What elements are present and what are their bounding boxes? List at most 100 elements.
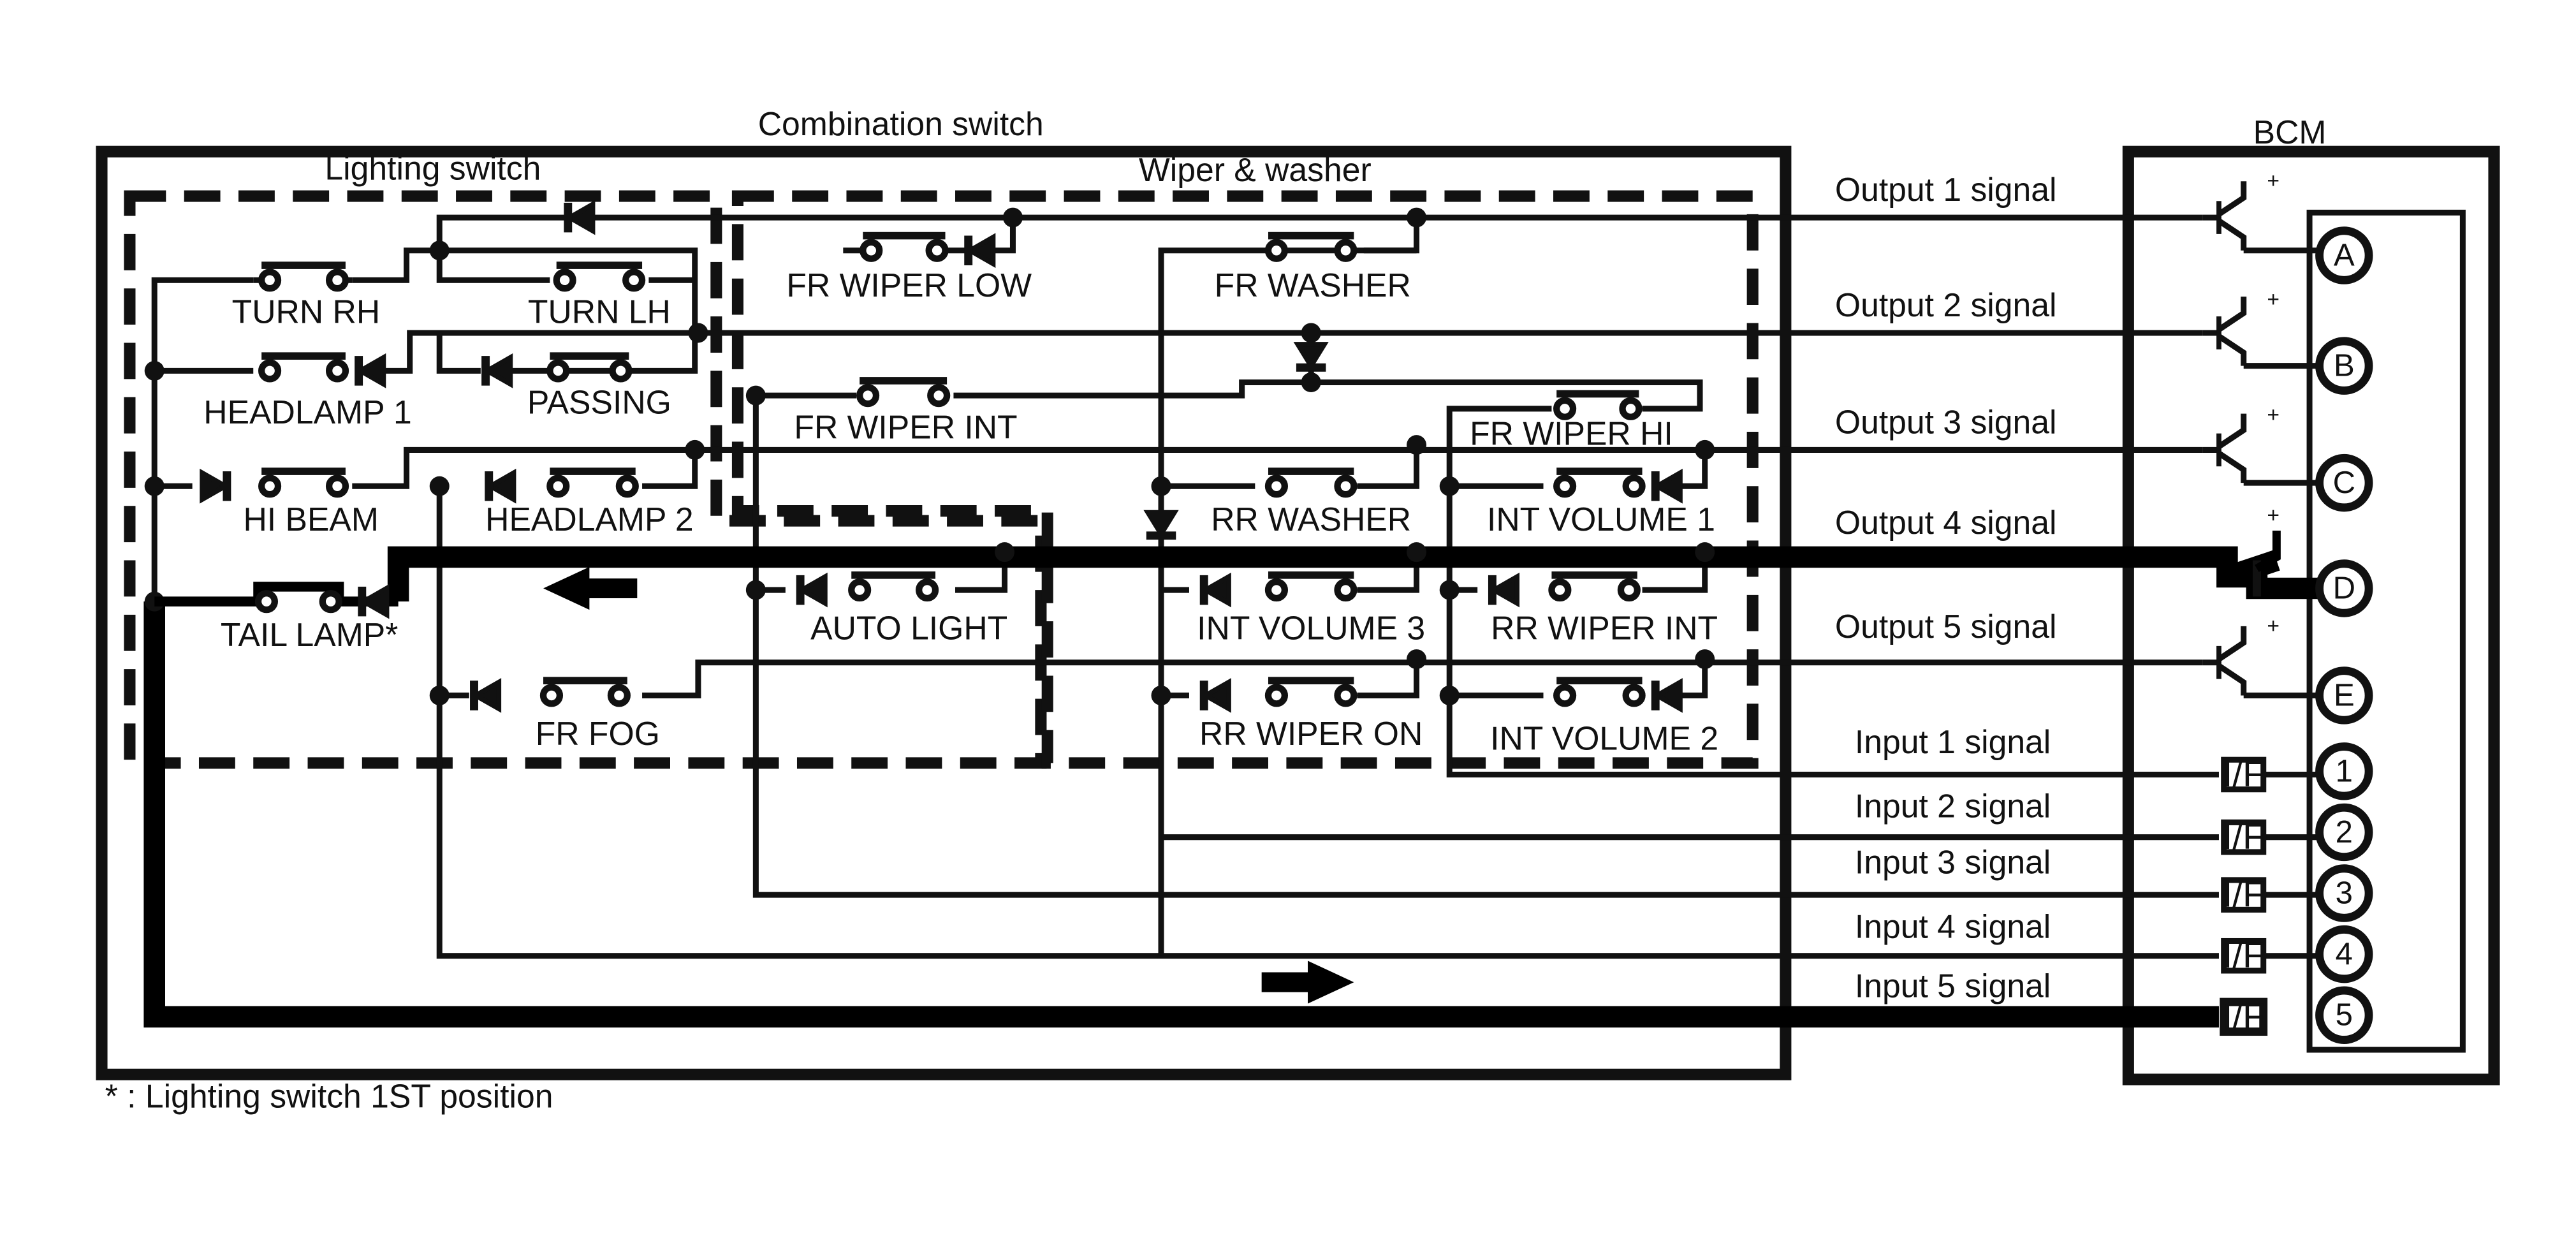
svg-text:D: D bbox=[2333, 571, 2355, 605]
lighting-switch-title: Lighting switch bbox=[325, 150, 541, 187]
current-flow-arrow-left bbox=[543, 566, 638, 610]
input-4-label: Input 4 signal bbox=[1855, 908, 2051, 945]
switch-contacts bbox=[154, 232, 1646, 707]
label-fr-wiper-hi: FR WIPER HI bbox=[1470, 415, 1673, 452]
svg-text:I/F: I/F bbox=[2223, 754, 2265, 795]
label-rr-wiper-on: RR WIPER ON bbox=[1199, 715, 1423, 752]
input-2-label: Input 2 signal bbox=[1855, 788, 2051, 825]
transistor-d: + bbox=[2252, 504, 2281, 597]
wiper-washer-group bbox=[731, 190, 1759, 769]
output-5-label: Output 5 signal bbox=[1835, 608, 2057, 645]
diode-rr-wiper-on bbox=[1199, 678, 1231, 713]
combination-switch-title: Combination switch bbox=[758, 105, 1044, 142]
diode-tail-lamp bbox=[358, 584, 390, 619]
label-fr-fog: FR FOG bbox=[536, 715, 660, 752]
transistor-a: + bbox=[2216, 170, 2280, 251]
switch-headlamp-1 bbox=[258, 352, 349, 383]
diode-auto-light bbox=[796, 572, 828, 608]
current-flow-arrow-right bbox=[1261, 960, 1354, 1004]
svg-text:2: 2 bbox=[2336, 815, 2353, 850]
label-tail-lamp: TAIL LAMP* bbox=[221, 616, 399, 653]
diode-rr-wiper-int bbox=[1488, 572, 1520, 608]
svg-text:+: + bbox=[2267, 614, 2280, 638]
diode-int-volume-1 bbox=[1651, 468, 1683, 504]
svg-text:I/F: I/F bbox=[2223, 997, 2265, 1037]
switch-fr-fog bbox=[539, 677, 631, 707]
diode-fr-washer bbox=[1293, 342, 1329, 372]
svg-text:3: 3 bbox=[2336, 876, 2353, 911]
wiring bbox=[151, 214, 2320, 959]
interface-boxes: I/F I/F I/F I/F I/F bbox=[2220, 754, 2268, 1037]
label-headlamp-1: HEADLAMP 1 bbox=[203, 394, 411, 430]
label-int-volume-3: INT VOLUME 3 bbox=[1197, 610, 1425, 647]
switch-turn-rh bbox=[253, 261, 353, 292]
transistor-e: + bbox=[2216, 614, 2280, 696]
label-turn-lh: TURN LH bbox=[528, 293, 671, 330]
switch-int-volume-3 bbox=[1264, 571, 1358, 602]
svg-text:+: + bbox=[2267, 170, 2280, 193]
switch-fr-wiper-int bbox=[856, 377, 951, 408]
switch-hi-beam bbox=[258, 467, 349, 498]
switch-fr-washer bbox=[1264, 232, 1358, 262]
svg-text:+: + bbox=[2267, 404, 2280, 427]
svg-text:A: A bbox=[2334, 239, 2355, 273]
label-passing: PASSING bbox=[527, 384, 671, 421]
footnote: * : Lighting switch 1ST position bbox=[105, 1077, 553, 1114]
switch-int-volume-1 bbox=[1553, 467, 1646, 498]
svg-text:E: E bbox=[2334, 678, 2355, 712]
label-headlamp-2: HEADLAMP 2 bbox=[485, 501, 693, 538]
diode-fr-wiper-low bbox=[964, 233, 996, 269]
svg-text:I/F: I/F bbox=[2223, 875, 2265, 915]
diode-int-volume-3 bbox=[1199, 572, 1231, 608]
svg-text:B: B bbox=[2334, 349, 2355, 383]
diode-fr-fog bbox=[470, 678, 502, 713]
output-2-label: Output 2 signal bbox=[1835, 286, 2057, 323]
label-int-volume-2: INT VOLUME 2 bbox=[1490, 720, 1718, 757]
diode-hi-beam bbox=[200, 468, 231, 504]
svg-text:1: 1 bbox=[2336, 754, 2353, 788]
svg-text:4: 4 bbox=[2336, 937, 2353, 971]
svg-text:I/F: I/F bbox=[2223, 817, 2265, 857]
label-fr-wiper-int: FR WIPER INT bbox=[794, 408, 1017, 445]
bcm-transistors: + + + + + bbox=[2216, 170, 2281, 696]
svg-text:C: C bbox=[2333, 466, 2355, 500]
input-5-label: Input 5 signal bbox=[1855, 967, 2051, 1004]
label-rr-wiper-int: RR WIPER INT bbox=[1491, 610, 1718, 647]
svg-text:5: 5 bbox=[2336, 998, 2353, 1033]
label-fr-washer: FR WASHER bbox=[1215, 267, 1411, 304]
output-3-label: Output 3 signal bbox=[1835, 404, 2057, 441]
bcm-terminals: A B C D E 1 2 3 4 5 bbox=[2315, 226, 2373, 1044]
label-auto-light: AUTO LIGHT bbox=[810, 610, 1007, 647]
bcm-box bbox=[2122, 145, 2500, 1085]
label-turn-rh: TURN RH bbox=[232, 293, 381, 330]
bcm-connector-block bbox=[2306, 209, 2466, 1053]
diode-int-volume-2 bbox=[1651, 678, 1683, 713]
switch-passing bbox=[546, 352, 633, 383]
diode-rr-washer bbox=[1143, 510, 1179, 540]
switch-headlamp-2 bbox=[546, 467, 639, 498]
label-int-volume-1: INT VOLUME 1 bbox=[1487, 501, 1715, 538]
bcm-title: BCM bbox=[2253, 114, 2327, 151]
switch-auto-light bbox=[848, 571, 939, 602]
svg-text:I/F: I/F bbox=[2223, 936, 2265, 976]
signal-labels: Output 1 signal Output 2 signal Output 3… bbox=[1835, 171, 2057, 1004]
label-rr-washer: RR WASHER bbox=[1211, 501, 1411, 538]
switch-turn-lh bbox=[553, 261, 646, 292]
diode-top-lighting bbox=[564, 200, 596, 235]
switch-rr-washer bbox=[1264, 467, 1358, 498]
output-4-label: Output 4 signal bbox=[1835, 504, 2057, 541]
diode-passing bbox=[481, 353, 513, 388]
label-hi-beam: HI BEAM bbox=[243, 501, 378, 538]
wiper-washer-title: Wiper & washer bbox=[1139, 151, 1372, 188]
switch-labels: TURN RH TURN LH HEADLAMP 1 PASSING HI BE… bbox=[203, 267, 1718, 757]
combination-switch-box bbox=[96, 145, 1792, 1080]
switch-fr-wiper-hi bbox=[1553, 390, 1643, 420]
input-1-label: Input 1 signal bbox=[1855, 723, 2051, 760]
label-fr-wiper-low: FR WIPER LOW bbox=[786, 267, 1032, 304]
diodes bbox=[200, 200, 1683, 713]
output-1-label: Output 1 signal bbox=[1835, 171, 2057, 208]
junctions bbox=[144, 207, 1715, 705]
switch-tail-lamp bbox=[154, 582, 399, 614]
svg-text:+: + bbox=[2267, 504, 2280, 527]
